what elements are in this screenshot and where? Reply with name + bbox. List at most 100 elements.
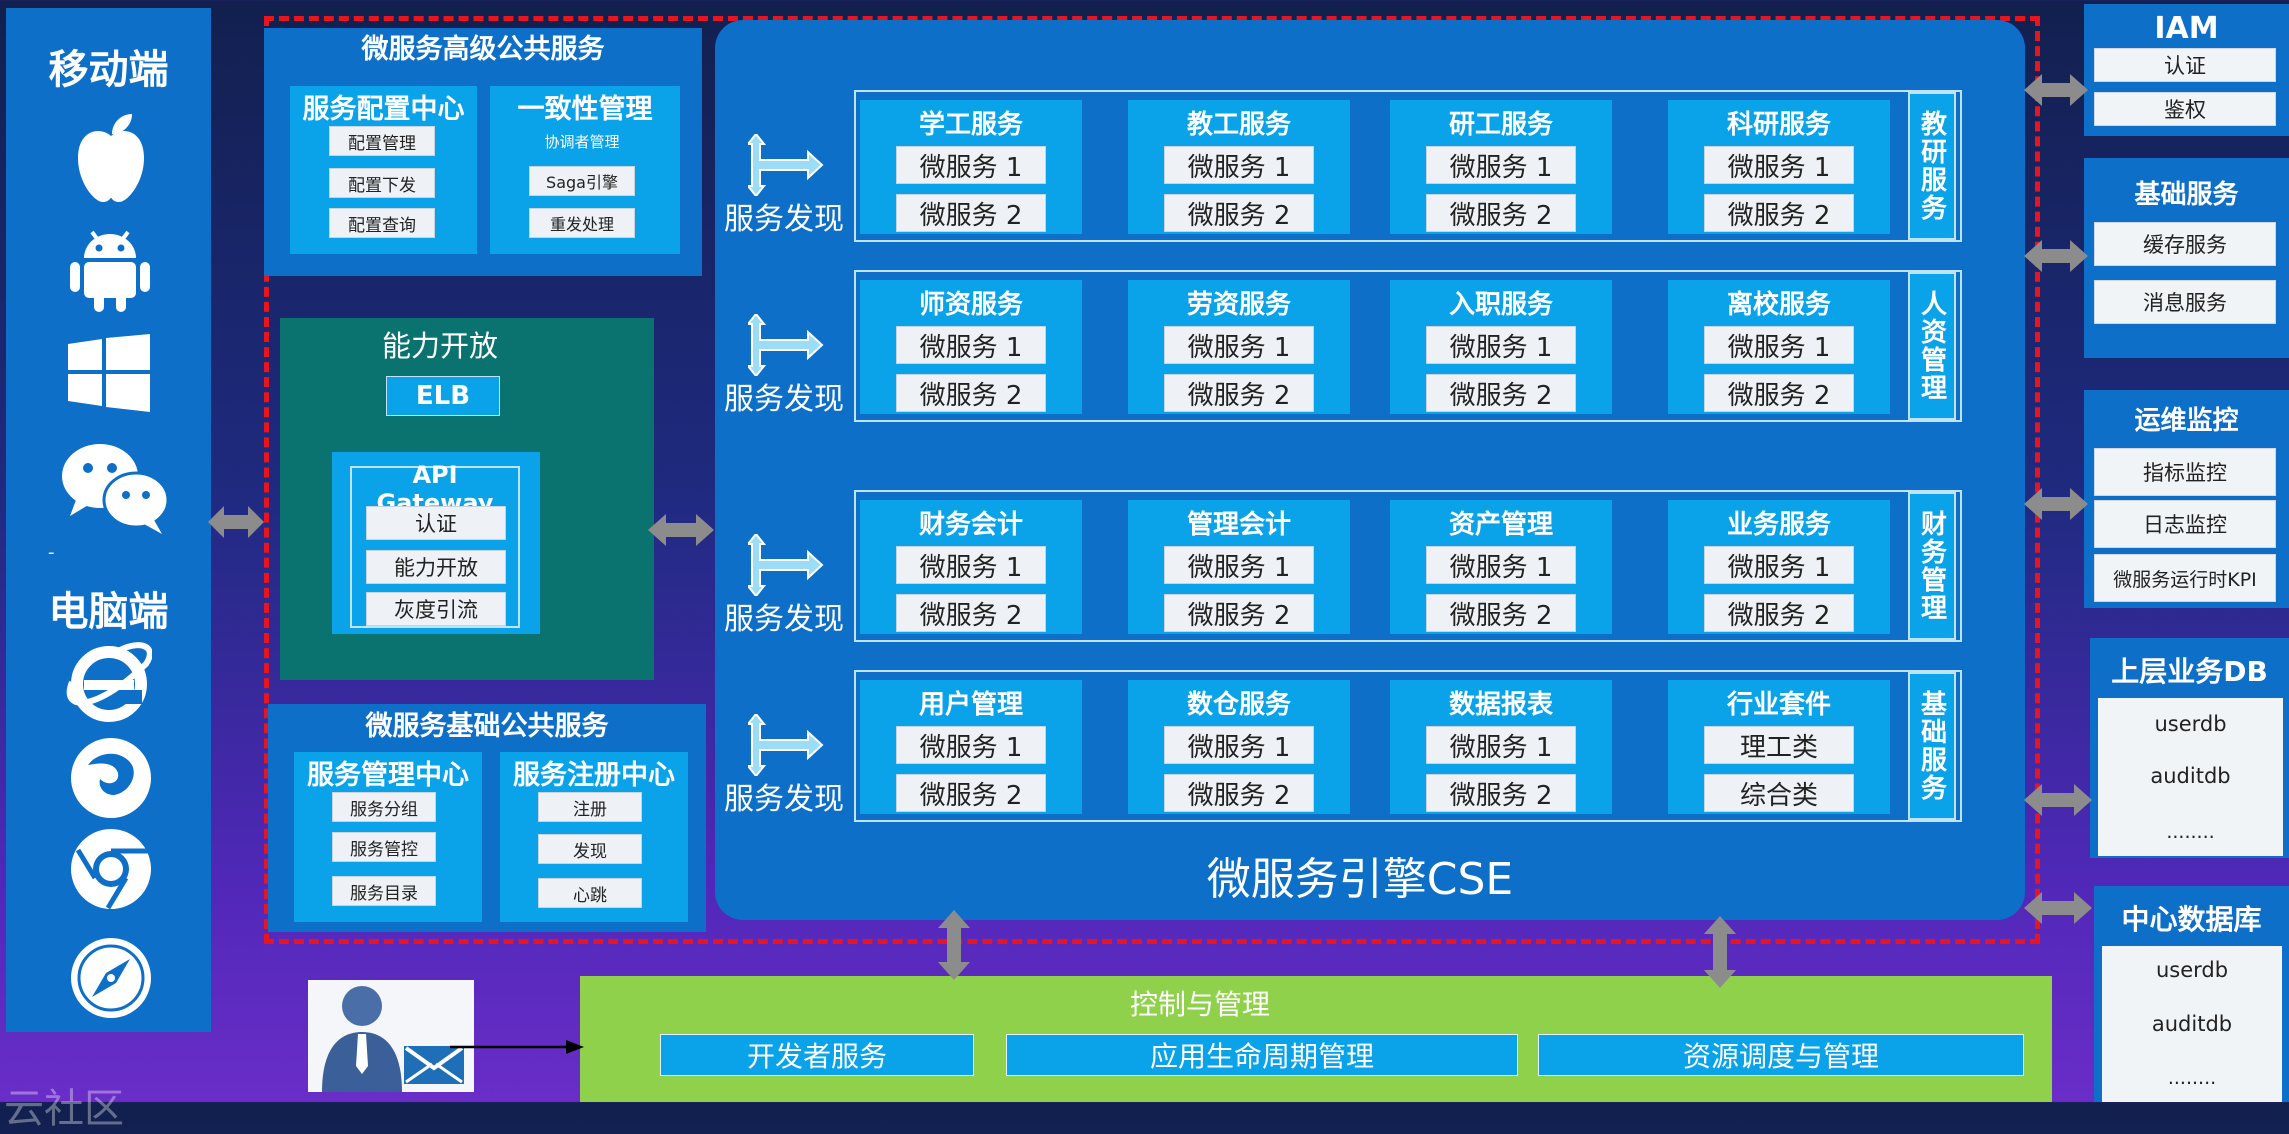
microservice-item: 微服务 2 xyxy=(896,774,1046,812)
consistency-mgmt-title: 一致性管理 xyxy=(517,93,653,125)
windows-icon xyxy=(68,334,150,412)
microservice-item: 微服务 1 xyxy=(1426,726,1576,764)
microservice-item: 微服务 2 xyxy=(1164,594,1314,632)
service-title: 财务会计 xyxy=(918,509,1023,540)
service-registry-title: 服务注册中心 xyxy=(513,759,675,791)
control-item-developer: 开发者服务 xyxy=(660,1034,974,1076)
service-discovery-label: 服务发现 xyxy=(724,782,844,817)
db-item: ........ xyxy=(2167,1067,2217,1089)
service-title: 行业套件 xyxy=(1726,689,1831,720)
mgmt-item: 服务分组 xyxy=(332,792,436,822)
chrome-icon xyxy=(71,829,151,910)
person-icon xyxy=(322,986,464,1092)
iam-title: IAM xyxy=(2154,10,2219,46)
android-icon xyxy=(70,230,150,312)
mgmt-item: 服务管控 xyxy=(332,832,436,862)
microservice-item: 微服务 1 xyxy=(1704,146,1854,184)
db-item: ........ xyxy=(2166,821,2215,843)
microservice-item: 微服务 1 xyxy=(1426,146,1576,184)
service-title: 离校服务 xyxy=(1726,289,1831,320)
microservice-item: 微服务 1 xyxy=(1164,546,1314,584)
platform-boundary xyxy=(264,16,2040,944)
watermark: 云社区 xyxy=(4,1086,124,1132)
base-svc-item: 缓存服务 xyxy=(2094,222,2276,266)
microservice-item: 微服务 2 xyxy=(1704,594,1854,632)
service-discovery-arrow-icon xyxy=(745,712,824,780)
microservice-item: 微服务 1 xyxy=(1164,726,1314,764)
config-item: 配置下发 xyxy=(329,168,435,198)
connector-arrow xyxy=(450,1040,584,1054)
microservice-item: 微服务 1 xyxy=(1704,546,1854,584)
microservice-item: 微服务 2 xyxy=(896,194,1046,232)
ops-item: 微服务运行时KPI xyxy=(2094,554,2276,602)
mobile-title: 移动端 xyxy=(48,47,169,93)
reg-item: 注册 xyxy=(538,792,642,822)
microservice-item: 微服务 2 xyxy=(896,594,1046,632)
iam-item: 鉴权 xyxy=(2094,92,2276,126)
consistency-item: 协调者管理 xyxy=(544,132,620,151)
gateway-item: 灰度引流 xyxy=(366,592,506,626)
microservice-item: 微服务 1 xyxy=(1704,326,1854,364)
service-mgmt-title: 服务管理中心 xyxy=(307,759,469,791)
ie-icon xyxy=(66,642,152,722)
service-title: 入职服务 xyxy=(1448,289,1553,320)
service-category-row xyxy=(854,670,1962,822)
service-discovery-label: 服务发现 xyxy=(724,382,844,417)
db-item: userdb xyxy=(2154,712,2227,736)
double-arrow-icon xyxy=(2024,74,2088,106)
config-center-title: 服务配置中心 xyxy=(302,93,465,125)
double-arrow-icon xyxy=(2024,784,2092,816)
upper-db-list xyxy=(2098,698,2283,856)
safari-icon xyxy=(71,938,151,1018)
microservice-item: 微服务 1 xyxy=(896,726,1046,764)
service-discovery-arrow-icon xyxy=(745,532,824,600)
divider-dash: - xyxy=(48,542,55,563)
service-category-row xyxy=(854,270,1962,422)
api-gateway-title: API Gateway xyxy=(376,461,494,517)
service-title: 研工服务 xyxy=(1448,109,1553,140)
ops-title: 运维监控 xyxy=(2134,405,2239,436)
double-arrow-icon xyxy=(2024,488,2088,520)
microservice-item: 微服务 2 xyxy=(896,374,1046,412)
service-discovery-arrow-icon xyxy=(745,312,824,380)
double-arrow-icon xyxy=(2024,240,2088,272)
config-item: 配置查询 xyxy=(329,208,435,238)
mgmt-item: 服务目录 xyxy=(332,876,436,906)
category-tag: 人资管理 xyxy=(1908,272,1956,420)
wechat-icon xyxy=(62,444,170,534)
cse-title: 微服务引擎CSE xyxy=(1206,854,1514,905)
reg-item: 心跳 xyxy=(538,878,642,908)
microservice-item: 微服务 1 xyxy=(896,146,1046,184)
category-tag: 财务管理 xyxy=(1908,492,1956,640)
control-item-resource: 资源调度与管理 xyxy=(1538,1034,2024,1076)
ops-item: 日志监控 xyxy=(2094,500,2276,548)
vertical-double-arrow-icon xyxy=(1704,916,1736,988)
service-title: 资产管理 xyxy=(1448,509,1553,540)
service-title: 劳资服务 xyxy=(1186,289,1291,320)
reg-item: 发现 xyxy=(538,834,642,864)
microservice-item: 理工类 xyxy=(1704,726,1854,764)
service-title: 用户管理 xyxy=(918,689,1023,720)
upper-db-title: 上层业务DB xyxy=(2111,655,2268,688)
gateway-item: 认证 xyxy=(366,506,506,540)
microservice-item: 微服务 2 xyxy=(1704,194,1854,232)
microservice-item: 微服务 1 xyxy=(1426,326,1576,364)
pc-title: 电脑端 xyxy=(48,589,169,635)
double-arrow-icon xyxy=(2024,892,2092,924)
service-category-row xyxy=(854,90,1962,242)
db-item: auditdb xyxy=(2151,1012,2233,1036)
capability-title: 能力开放 xyxy=(381,329,498,363)
consistency-item: Saga引擎 xyxy=(529,166,635,196)
db-item: auditdb xyxy=(2150,764,2231,788)
service-title: 学工服务 xyxy=(918,109,1023,140)
center-db-list xyxy=(2102,946,2282,1102)
basic-services-title: 微服务基础公共服务 xyxy=(365,710,609,742)
control-title: 控制与管理 xyxy=(1129,988,1270,1021)
service-title: 数仓服务 xyxy=(1186,689,1291,720)
microservice-item: 微服务 1 xyxy=(1164,326,1314,364)
base-svc-item: 消息服务 xyxy=(2094,280,2276,324)
microservice-item: 微服务 1 xyxy=(1164,146,1314,184)
service-title: 教工服务 xyxy=(1186,109,1291,140)
service-title: 数据报表 xyxy=(1448,689,1553,720)
microservice-item: 微服务 1 xyxy=(896,326,1046,364)
